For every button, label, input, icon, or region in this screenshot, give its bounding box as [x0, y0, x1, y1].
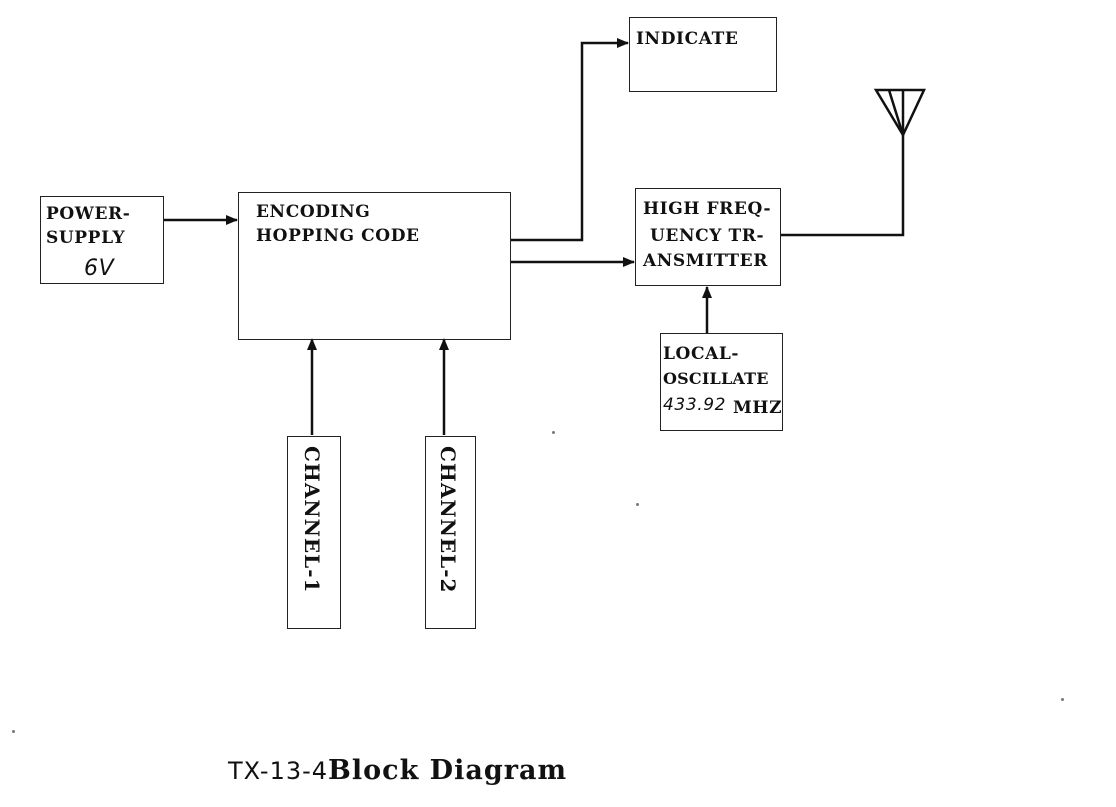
arrow-encoder-to-indicate: [510, 38, 629, 242]
channel-1-block: [287, 436, 341, 629]
local-oscillator-frequency: 433.92: [663, 395, 727, 415]
encoder-block: [238, 192, 511, 340]
caption-code: TX-13-4: [228, 757, 329, 785]
channel-1-label: CHANNEL-1: [300, 446, 324, 594]
power-supply-block: [40, 196, 164, 284]
transmitter-block: [635, 188, 781, 286]
indicate-label: INDICATE: [636, 29, 739, 49]
diagram-caption: TX-13-4Block Diagram: [228, 757, 567, 784]
power-supply-voltage: 6V: [84, 256, 115, 281]
caption-text: Block Diagram: [328, 755, 568, 786]
antenna-icon: [873, 88, 926, 138]
channel-2-block: [425, 436, 476, 629]
transmitter-label-2: UENCY TR-: [650, 226, 765, 246]
power-supply-label-1: POWER-: [46, 204, 131, 224]
local-oscillator-label-2: OSCILLATE: [663, 369, 769, 388]
local-oscillator-label-1: LOCAL-: [663, 344, 740, 364]
transmitter-label-1: HIGH FREQ-: [643, 199, 772, 219]
scan-speck: [636, 503, 639, 506]
local-oscillator-block: [660, 333, 783, 431]
encoder-label-2: HOPPING CODE: [256, 226, 420, 246]
indicate-block: [629, 17, 777, 92]
power-supply-label-2: SUPPLY: [46, 228, 126, 248]
encoder-label-1: ENCODING: [256, 202, 371, 222]
scan-speck: [1061, 698, 1064, 701]
line-transmitter-to-antenna: [780, 135, 905, 237]
transmitter-label-3: ANSMITTER: [643, 251, 768, 271]
channel-2-label: CHANNEL-2: [436, 446, 460, 594]
local-oscillator-unit: MHZ: [733, 398, 783, 418]
scan-speck: [12, 730, 15, 733]
scan-speck: [552, 431, 555, 434]
